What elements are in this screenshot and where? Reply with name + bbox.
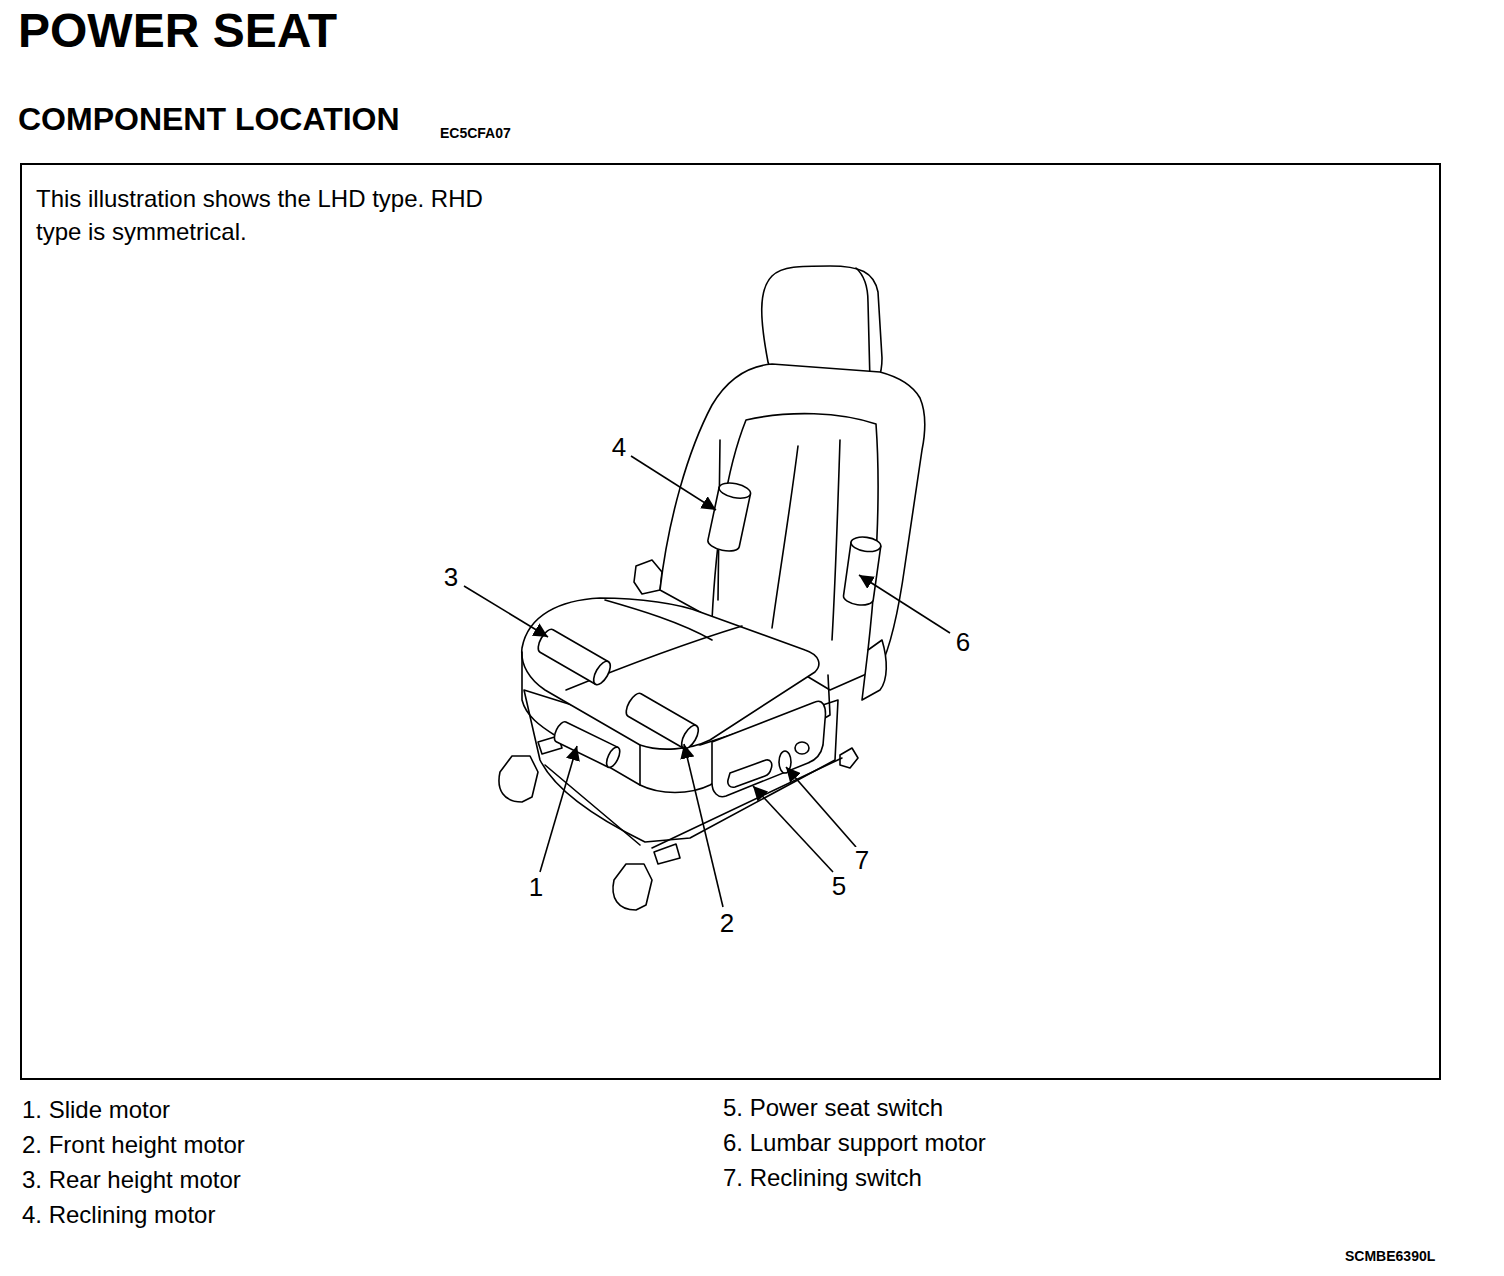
figure-code: SCMBE6390L [1345, 1240, 1435, 1273]
reclining-motor [706, 480, 751, 553]
callout-number: 3 [442, 564, 460, 590]
front-bracket [499, 756, 538, 802]
headrest-edge [856, 268, 870, 382]
seat-rail [652, 758, 842, 848]
leader-line [684, 744, 723, 907]
section-heading: COMPONENT LOCATION [18, 103, 400, 136]
backrest-seam [832, 440, 840, 640]
leader-line [464, 586, 548, 637]
leader-line [859, 575, 950, 633]
front-bracket [613, 864, 652, 910]
section-code: EC5CFA07 [440, 117, 511, 150]
illustration-frame: This illustration shows the LHD type. RH… [20, 163, 1441, 1080]
part-name: 1. Slide motor [22, 1093, 170, 1126]
page-title: POWER SEAT [18, 7, 337, 55]
part-name: 6. Lumbar support motor [723, 1126, 986, 1159]
motor-end [678, 723, 701, 752]
motor-end [850, 535, 882, 553]
switch-knob [795, 742, 809, 754]
part-name: 5. Power seat switch [723, 1091, 943, 1124]
motor-end [718, 480, 752, 500]
seat-drawing [499, 266, 925, 910]
front-height-motor [623, 691, 702, 752]
cushion-seam [605, 600, 712, 640]
rear-bracket [634, 560, 662, 594]
motor-body [843, 542, 881, 607]
leader-line [540, 746, 577, 872]
recliner-housing [862, 640, 886, 700]
part-name: 4. Reclining motor [22, 1198, 215, 1231]
switch-panel [712, 701, 825, 796]
leader-line [786, 767, 856, 847]
motor-end [590, 659, 613, 688]
callout-number: 1 [527, 874, 545, 900]
part-name: 3. Rear height motor [22, 1163, 241, 1196]
leader-lines [464, 456, 950, 907]
part-name: 2. Front height motor [22, 1128, 245, 1161]
leader-line [753, 786, 833, 872]
bracket-bolt [654, 844, 680, 864]
callout-number: 5 [830, 873, 848, 899]
cushion-edge [639, 745, 641, 785]
slide-motor [552, 720, 623, 770]
part-name: 7. Reclining switch [723, 1161, 922, 1194]
callout-number: 4 [610, 434, 628, 460]
lumbar-support-motor [843, 535, 882, 607]
backrest-seam [772, 446, 798, 628]
leader-line [631, 456, 716, 510]
callout-number: 2 [718, 910, 736, 936]
frame-note: This illustration shows the LHD type. RH… [36, 182, 498, 248]
callout-number: 6 [954, 629, 972, 655]
motor-end [604, 745, 623, 769]
callout-number: 7 [853, 847, 871, 873]
power-seat-switch [728, 760, 772, 787]
